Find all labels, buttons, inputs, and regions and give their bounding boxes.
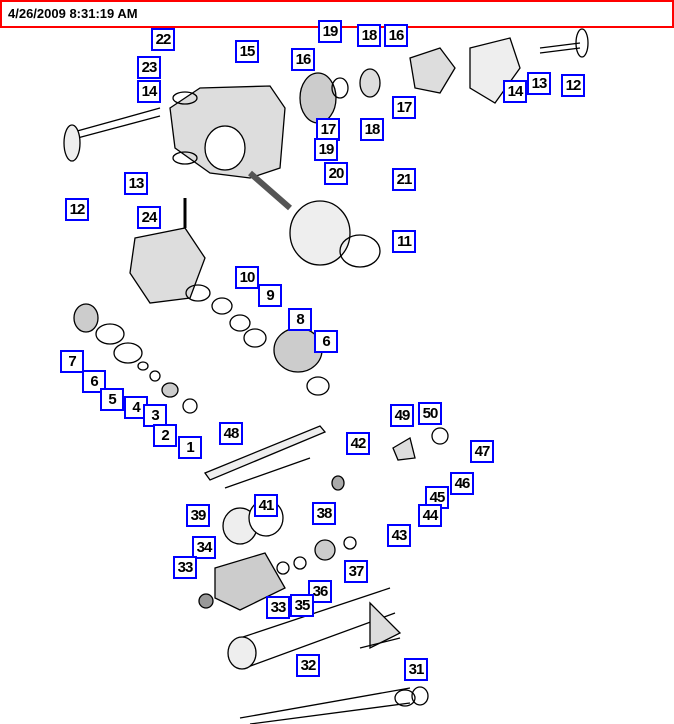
callout-23: 23: [137, 56, 161, 79]
bearing-stack: [73, 303, 198, 414]
callout-17: 17: [392, 96, 416, 119]
callout-50: 50: [418, 402, 442, 425]
axle-shaft-left: [63, 107, 161, 162]
gasket: [339, 234, 381, 268]
callout-48: 48: [219, 422, 243, 445]
callout-18: 18: [360, 118, 384, 141]
cover-plate: [289, 200, 351, 266]
callout-11: 11: [392, 230, 416, 253]
callout-17: 17: [316, 118, 340, 141]
drive-shaft: [227, 587, 429, 724]
callout-16: 16: [384, 24, 408, 47]
callout-32: 32: [296, 654, 320, 677]
callout-16: 16: [291, 48, 315, 71]
callout-12: 12: [65, 198, 89, 221]
callout-45: 45: [425, 486, 449, 509]
callout-6: 6: [314, 330, 338, 353]
carrier-right: [409, 28, 589, 104]
callout-1: 1: [178, 436, 202, 459]
callout-41: 41: [254, 494, 278, 517]
shift-linkage: [203, 425, 449, 491]
callout-19: 19: [318, 20, 342, 43]
callout-43: 43: [387, 524, 411, 547]
transfer-case-front: [129, 227, 330, 396]
callout-2: 2: [153, 424, 177, 447]
callout-19: 19: [314, 138, 338, 161]
callout-10: 10: [235, 266, 259, 289]
callout-33: 33: [173, 556, 197, 579]
callout-7: 7: [60, 350, 84, 373]
callout-13: 13: [527, 72, 551, 95]
callout-38: 38: [312, 502, 336, 525]
ring-gear: [299, 68, 381, 124]
callout-22: 22: [151, 28, 175, 51]
callout-33: 33: [266, 596, 290, 619]
pinion-shaft: [248, 170, 292, 211]
callout-9: 9: [258, 284, 282, 307]
callout-15: 15: [235, 40, 259, 63]
motor-assembly: [198, 499, 357, 611]
callout-24: 24: [137, 206, 161, 229]
callout-37: 37: [344, 560, 368, 583]
callout-21: 21: [392, 168, 416, 191]
callout-42: 42: [346, 432, 370, 455]
callout-47: 47: [470, 440, 494, 463]
callout-31: 31: [404, 658, 428, 681]
callout-34: 34: [192, 536, 216, 559]
callout-36: 36: [308, 580, 332, 603]
callout-5: 5: [100, 388, 124, 411]
callout-18: 18: [357, 24, 381, 47]
callout-39: 39: [186, 504, 210, 527]
callout-14: 14: [503, 80, 527, 103]
callout-13: 13: [124, 172, 148, 195]
differential-housing: [169, 85, 286, 179]
exploded-parts-drawing: [63, 28, 589, 724]
callout-20: 20: [324, 162, 348, 185]
callout-35: 35: [290, 594, 314, 617]
callout-14: 14: [137, 80, 161, 103]
callout-12: 12: [561, 74, 585, 97]
callout-6: 6: [82, 370, 106, 393]
callout-44: 44: [418, 504, 442, 527]
timestamp: 4/26/2009 8:31:19 AM: [8, 6, 138, 21]
callout-8: 8: [288, 308, 312, 331]
callout-46: 46: [450, 472, 474, 495]
callout-49: 49: [390, 404, 414, 427]
